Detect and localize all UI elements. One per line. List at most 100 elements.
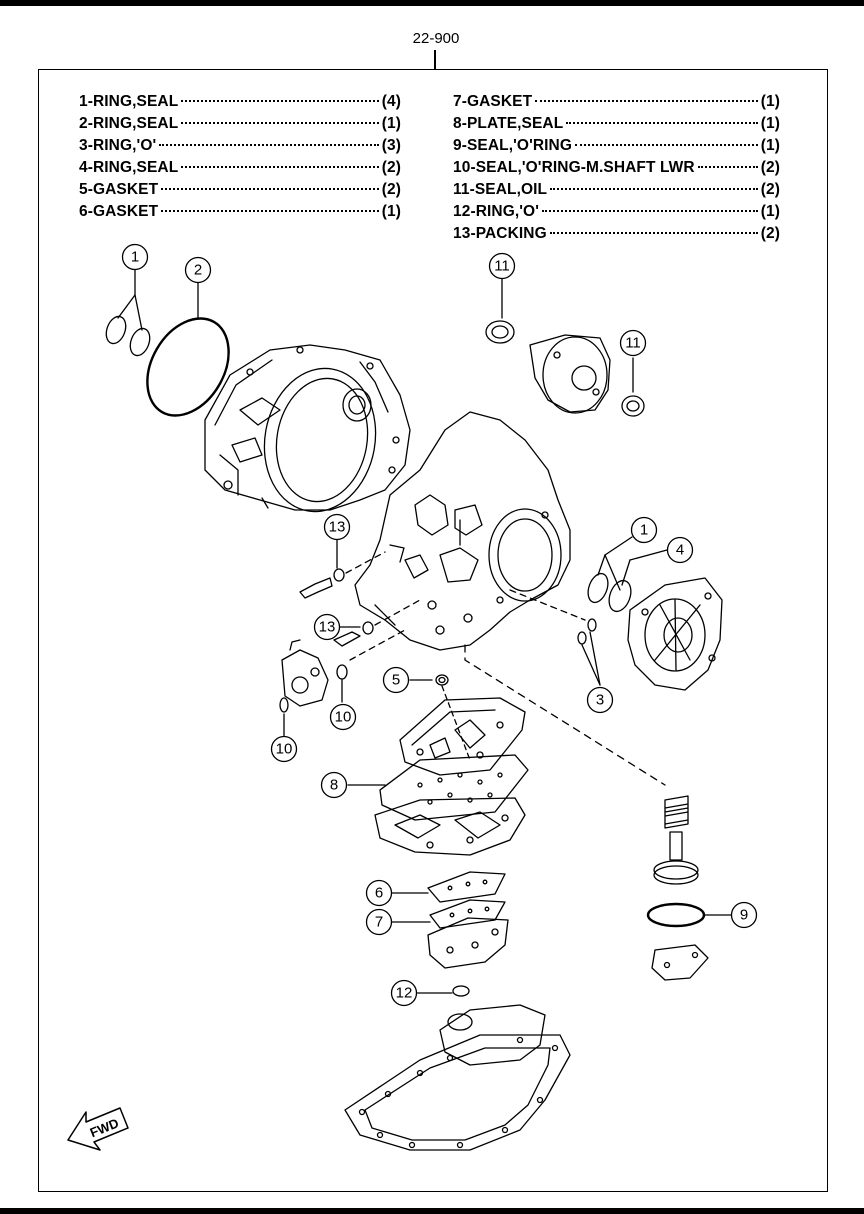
callout-label: 6: [375, 885, 383, 902]
callout-label: 1: [640, 522, 648, 539]
legend-item-name: 2-RING,SEAL: [79, 115, 179, 132]
legend-item: 10-SEAL,'O'RING-M.SHAFT LWR (2): [453, 159, 780, 181]
callout-label: 2: [194, 262, 202, 279]
o-ring-9-illustration: [646, 902, 732, 928]
callout-label: 7: [375, 914, 383, 931]
callout-label: 8: [330, 777, 338, 794]
bottom-rule: [0, 1208, 864, 1214]
callout-label: 11: [625, 335, 641, 352]
legend-item: 11-SEAL,OIL (2): [453, 181, 780, 203]
o-ring-10-left-illustration: [279, 697, 289, 737]
callout-label: 13: [329, 519, 346, 536]
callout-label: 10: [276, 741, 293, 758]
lower-valve-body-illustration: [374, 797, 526, 856]
accumulator-cover-illustration: [651, 944, 709, 981]
converter-housing-illustration: [204, 344, 411, 513]
transaxle-case-illustration: [354, 411, 571, 651]
legend-item: 9-SEAL,'O'RING (1): [453, 137, 780, 159]
o-ring-12-illustration: [416, 985, 470, 997]
o-ring-3-illustration: [509, 589, 601, 686]
legend-item-name: 11-SEAL,OIL: [453, 181, 548, 198]
reference-number: 22-900: [412, 30, 460, 47]
gasket-6-illustration: [390, 871, 506, 903]
legend-item-qty: (1): [760, 203, 780, 220]
leader-dots: [181, 166, 379, 168]
callout-label: 13: [319, 619, 336, 636]
callout-9: 9: [730, 901, 758, 929]
callout-13-lower: 13: [313, 613, 341, 641]
rear-cover-illustration: [627, 577, 723, 691]
legend-item-qty: (2): [381, 181, 401, 198]
callout-label: 11: [494, 258, 510, 275]
accumulator-piston-illustration: [653, 831, 699, 885]
packing-13-upper-illustration: [299, 539, 386, 599]
leader-dots: [161, 210, 379, 212]
callout-label: 10: [335, 709, 352, 726]
callout-label: 5: [392, 672, 400, 689]
upper-valve-body-illustration: [399, 697, 526, 776]
leader-dots: [542, 210, 758, 212]
legend-item-name: 4-RING,SEAL: [79, 159, 179, 176]
callout-10-right: 10: [329, 703, 357, 731]
reference-leader: [434, 50, 436, 69]
callout-10-left: 10: [270, 735, 298, 763]
legend-item: 12-RING,'O' (1): [453, 203, 780, 225]
legend-item-qty: (3): [381, 137, 401, 154]
callout-label: 1: [131, 249, 139, 266]
diagram-frame: [38, 69, 828, 1192]
leader-dots: [566, 122, 758, 124]
packing-13-lower-illustration: [333, 599, 421, 647]
seal-rings-1-illustration: [105, 269, 151, 357]
leader-dots: [181, 100, 379, 102]
legend-item-qty: (2): [760, 225, 780, 242]
leader-dots: [161, 188, 379, 190]
legend-item-qty: (2): [381, 159, 401, 176]
callout-label: 3: [596, 692, 604, 709]
leader-dots: [697, 166, 758, 168]
oil-seal-11-upper-illustration: [485, 277, 515, 344]
legend-item: 1-RING,SEAL (4): [79, 93, 401, 115]
legend-item: 13-PACKING (2): [453, 225, 780, 247]
legend-item: 2-RING,SEAL (1): [79, 115, 401, 137]
callout-11-upper: 11: [488, 252, 516, 280]
legend-item-qty: (2): [760, 159, 780, 176]
callout-1-rear: 1: [630, 516, 658, 544]
legend-item-name: 9-SEAL,'O'RING: [453, 137, 573, 154]
legend-item-name: 8-PLATE,SEAL: [453, 115, 564, 132]
legend-item-qty: (1): [381, 115, 401, 132]
callout-2: 2: [184, 256, 212, 284]
forward-direction-arrow-icon: FWD: [67, 1107, 129, 1151]
legend-item-name: 13-PACKING: [453, 225, 547, 242]
accumulator-spring-illustration: [664, 795, 689, 829]
legend-item-name: 6-GASKET: [79, 203, 159, 220]
callout-6: 6: [365, 879, 393, 907]
callout-label: 4: [676, 542, 684, 559]
callout-1-upper-left: 1: [121, 243, 149, 271]
legend-item: 4-RING,SEAL (2): [79, 159, 401, 181]
small-valve-body-illustration: [427, 917, 509, 969]
callout-7: 7: [365, 908, 393, 936]
legend-item: 5-GASKET (2): [79, 181, 401, 203]
legend-item-qty: (1): [760, 137, 780, 154]
legend-item-qty: (1): [760, 93, 780, 110]
legend-item-name: 1-RING,SEAL: [79, 93, 179, 110]
legend-item-qty: (4): [381, 93, 401, 110]
legend-item-name: 5-GASKET: [79, 181, 159, 198]
callout-12: 12: [390, 979, 418, 1007]
legend-item-name: 12-RING,'O': [453, 203, 539, 220]
o-ring-10-right-illustration: [336, 629, 406, 703]
legend-item-name: 10-SEAL,'O'RING-M.SHAFT LWR: [453, 159, 695, 176]
legend-item-name: 7-GASKET: [453, 93, 533, 110]
oil-seal-11-lower-illustration: [621, 357, 645, 417]
legend-item-qty: (1): [381, 203, 401, 220]
leader-dots: [181, 122, 379, 124]
solenoid-assembly-illustration: [281, 639, 329, 707]
seal-ring-2-illustration: [146, 282, 230, 417]
legend-item-qty: (1): [760, 115, 780, 132]
seal-rings-rear-illustration: [587, 536, 668, 613]
leader-dots: [550, 188, 758, 190]
accumulator-centerline: [464, 644, 666, 786]
callout-13-upper: 13: [323, 513, 351, 541]
legend-item-qty: (2): [760, 181, 780, 198]
